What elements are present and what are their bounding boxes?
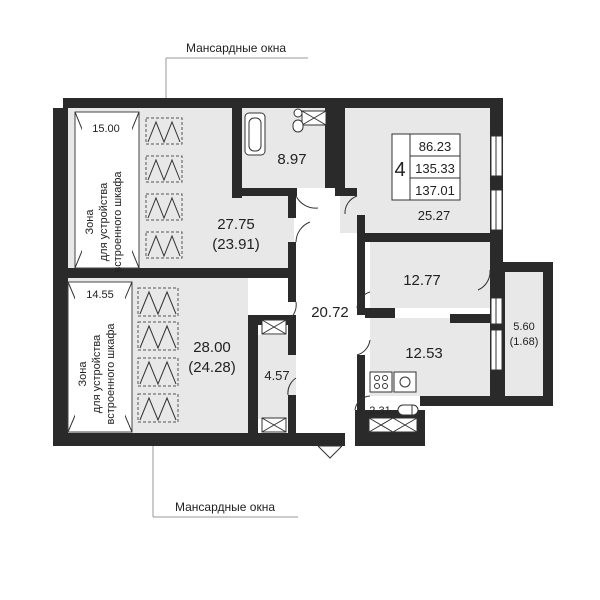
stove-icon xyxy=(369,371,393,393)
wardrobe-bottom-text-2: для устройства xyxy=(91,334,103,413)
summary-rooms: 4 xyxy=(394,159,405,181)
closet-area: 4.57 xyxy=(264,368,289,383)
room-balcony xyxy=(505,272,543,396)
wardrobe-top-text-1: Зона xyxy=(84,209,96,235)
bedroom-top-area: 27.75 xyxy=(217,216,255,233)
summary-living-area: 86.23 xyxy=(419,139,452,154)
dormer-label-bottom: Мансардные окна xyxy=(175,500,275,514)
toilet-icon xyxy=(292,119,304,133)
bedroom-bottom-area: 28.00 xyxy=(193,339,231,356)
room-right-area: 25.27 xyxy=(418,208,451,223)
wardrobe-bottom-area: 14.55 xyxy=(86,289,114,301)
wc-toilet-icon xyxy=(397,404,419,416)
wardrobe-bottom-text-3: встроенного шкафа xyxy=(105,323,117,425)
room-middle xyxy=(370,242,490,308)
summary-box xyxy=(391,133,461,201)
hall-area: 20.72 xyxy=(311,304,349,321)
wardrobe-top-text-3: встроенного шкафа xyxy=(112,171,124,273)
sink-icon xyxy=(293,108,303,118)
summary-total-area-full: 137.01 xyxy=(415,183,455,198)
balcony-area: 5.60 xyxy=(513,321,534,333)
wardrobe-top-area: 15.00 xyxy=(92,123,120,135)
bathtub-icon xyxy=(244,112,266,156)
room-middle-area: 12.77 xyxy=(403,272,441,289)
wardrobe-top-text-2: для устройства xyxy=(98,182,110,261)
bedroom-top-area-sub: (23.91) xyxy=(212,236,260,253)
dormer-windows-bottom xyxy=(137,287,179,423)
bath-area: 8.97 xyxy=(277,151,306,168)
summary-total-area: 135.33 xyxy=(415,161,455,176)
wardrobe-bottom-text-1: Зона xyxy=(77,361,89,387)
kitchen-sink-icon xyxy=(393,371,417,393)
dormer-windows-top xyxy=(145,117,183,259)
dormer-label-top: Мансардные окна xyxy=(186,41,286,55)
balcony-area-sub: (1.68) xyxy=(510,336,539,348)
kitchen-area: 12.53 xyxy=(405,345,443,362)
bedroom-bottom-area-sub: (24.28) xyxy=(188,359,236,376)
wc-area: 2.31 xyxy=(369,405,390,417)
